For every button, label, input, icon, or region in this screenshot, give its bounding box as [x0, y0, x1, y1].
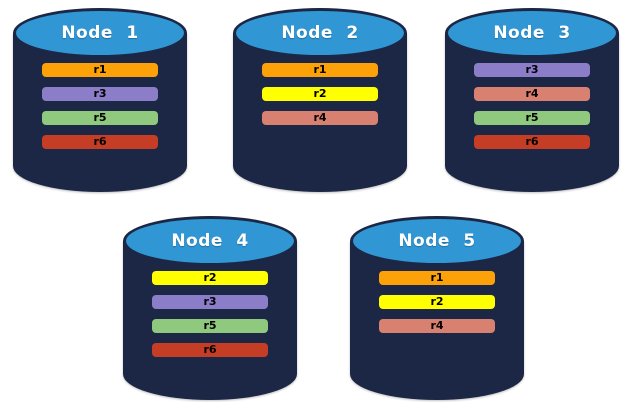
replica-bar-r3: r3: [152, 295, 268, 309]
node-cylinder: Node 1 r1 r3 r5 r6: [13, 8, 187, 192]
replica-list: r3 r4 r5 r6: [474, 63, 590, 149]
node-cylinder: Node 5 r1 r2 r4: [350, 216, 524, 400]
replica-bar-r6: r6: [474, 135, 590, 149]
replica-bar-r4: r4: [379, 319, 495, 333]
replica-list: r1 r3 r5 r6: [42, 63, 158, 149]
replica-bar-r1: r1: [262, 63, 378, 77]
node-cylinder: Node 4 r2 r3 r5 r6: [123, 216, 297, 400]
node-title: Node 5: [398, 231, 476, 251]
replica-bar-r3: r3: [474, 63, 590, 77]
replica-bar-r3: r3: [42, 87, 158, 101]
cylinder-top-ellipse: Node 5: [350, 216, 524, 266]
replica-bar-r4: r4: [262, 111, 378, 125]
replica-bar-r4: r4: [474, 87, 590, 101]
replica-bar-r6: r6: [42, 135, 158, 149]
replica-bar-r1: r1: [42, 63, 158, 77]
cylinder-top-ellipse: Node 1: [13, 8, 187, 58]
replica-bar-r2: r2: [262, 87, 378, 101]
cylinder-top-ellipse: Node 4: [123, 216, 297, 266]
node-title: Node 4: [171, 231, 249, 251]
node-title: Node 1: [61, 23, 139, 43]
replica-bar-r5: r5: [474, 111, 590, 125]
cylinder-top-ellipse: Node 2: [233, 8, 407, 58]
replica-bar-r5: r5: [42, 111, 158, 125]
replica-list: r1 r2 r4: [379, 271, 495, 333]
replica-bar-r2: r2: [379, 295, 495, 309]
node-title: Node 2: [281, 23, 359, 43]
cylinder-top-ellipse: Node 3: [445, 8, 619, 58]
replica-bar-r5: r5: [152, 319, 268, 333]
node-title: Node 3: [493, 23, 571, 43]
node-cylinder: Node 2 r1 r2 r4: [233, 8, 407, 192]
node-cylinder: Node 3 r3 r4 r5 r6: [445, 8, 619, 192]
replica-list: r2 r3 r5 r6: [152, 271, 268, 357]
replica-bar-r1: r1: [379, 271, 495, 285]
replica-list: r1 r2 r4: [262, 63, 378, 125]
replica-bar-r2: r2: [152, 271, 268, 285]
replica-bar-r6: r6: [152, 343, 268, 357]
